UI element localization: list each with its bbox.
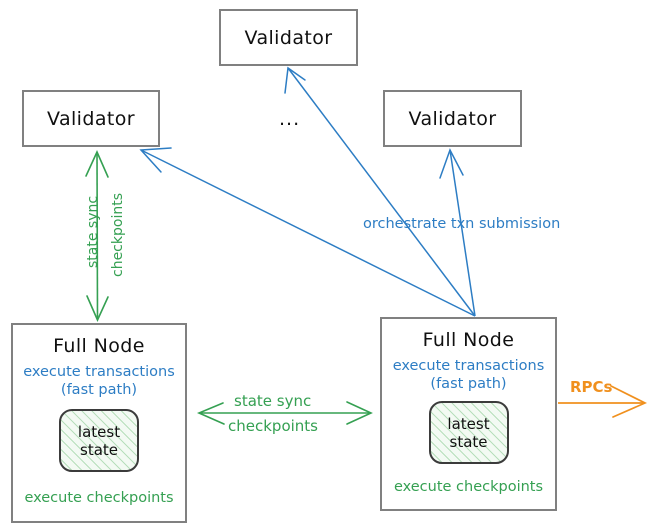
- edge-orchestrate-to-validator-right: [439, 148, 476, 317]
- validators-ellipsis: ...: [279, 108, 301, 130]
- validator-left-label: Validator: [47, 107, 135, 130]
- validator-right-label: Validator: [408, 107, 497, 130]
- fullnode-right-execute-checkpoints: execute checkpoints: [393, 479, 544, 496]
- node-validator-top[interactable]: Validator: [219, 9, 358, 66]
- validator-top-label: Validator: [244, 26, 333, 49]
- fullnode-right-state-line2: state: [449, 432, 488, 451]
- edge-label-state-sync-vertical-line1: state sync: [85, 195, 101, 268]
- node-validator-left[interactable]: Validator: [22, 90, 160, 147]
- node-fullnode-left[interactable]: Full Node execute transactions (fast pat…: [11, 323, 187, 523]
- fullnode-left-state-line1: latest: [77, 422, 121, 441]
- fullnode-left-state-chip[interactable]: latest state: [59, 409, 139, 473]
- fullnode-right-title: Full Node: [422, 329, 515, 351]
- node-fullnode-right[interactable]: Full Node execute transactions (fast pat…: [380, 317, 557, 511]
- edge-label-rpcs: RPCs: [570, 378, 613, 396]
- fullnode-left-execute-transactions: execute transactions (fast path): [23, 364, 175, 398]
- fullnode-right-state-chip[interactable]: latest state: [428, 401, 509, 465]
- fullnode-left-state-line2: state: [80, 440, 118, 459]
- edge-label-orchestrate: orchestrate txn submission: [363, 216, 561, 232]
- edge-label-state-sync-vertical-line2: checkpoints: [110, 193, 126, 277]
- edge-orchestrate-to-validator-left: [139, 147, 476, 317]
- edge-label-state-sync-horizontal-line1: state sync: [234, 392, 312, 410]
- fullnode-left-title: Full Node: [53, 335, 145, 357]
- fullnode-right-state-line1: latest: [447, 414, 490, 433]
- fullnode-right-execute-transactions: execute transactions (fast path): [392, 358, 545, 392]
- node-validator-right[interactable]: Validator: [383, 90, 522, 147]
- edge-label-state-sync-horizontal-line2: checkpoints: [228, 417, 318, 435]
- fullnode-left-execute-checkpoints: execute checkpoints: [24, 490, 174, 507]
